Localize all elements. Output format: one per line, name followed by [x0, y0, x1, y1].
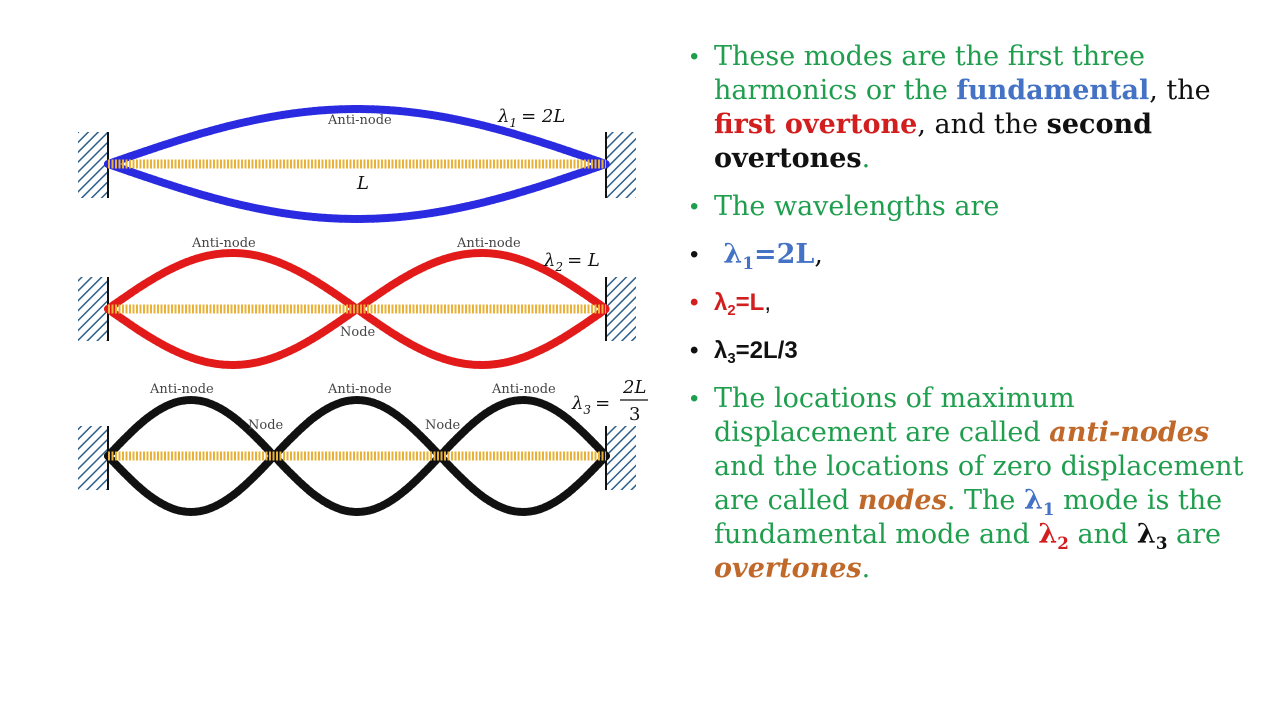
text: mode is the fundamental mode and: [714, 485, 1223, 550]
mode-1: Anti-node L λ1= 2L: [78, 105, 636, 223]
mode-3-waves: [104, 395, 610, 517]
text: ,: [764, 289, 771, 316]
text: The locations of maximum displacement ar…: [714, 383, 1075, 448]
fraction-numerator: 2L: [622, 377, 646, 398]
node-label-2: Node: [425, 418, 461, 433]
length-label: L: [356, 173, 369, 194]
right-wall: [606, 426, 636, 490]
standing-waves-diagram: Anti-node L λ1= 2L Anti-node Anti-node N…: [78, 105, 648, 517]
bullet-lambda-1: λ1=2L,: [690, 238, 1250, 272]
text: are: [1167, 519, 1222, 550]
text: These modes are the first three harmonic…: [714, 41, 1146, 106]
left-wall: [78, 277, 108, 341]
lambda-1-eq: λ1=2L: [723, 239, 815, 273]
antinode-label: Anti-node: [327, 113, 392, 128]
nodes-term: nodes: [857, 485, 947, 516]
fraction-denominator: 3: [629, 404, 640, 425]
wave-envelope-upper: [104, 395, 610, 517]
node-label-1: Node: [248, 418, 284, 433]
text: , the: [1149, 75, 1211, 106]
antinode-label-1: Anti-node: [149, 382, 214, 397]
bullet-list: These modes are the first three harmonic…: [690, 40, 1250, 600]
antinode-label-2: Anti-node: [456, 236, 521, 251]
bullet-lambda-2: λ2=L,: [690, 286, 1250, 320]
mode-2: Anti-node Anti-node Node λ2= L: [78, 236, 636, 370]
text: .: [861, 553, 871, 584]
right-wall: [606, 132, 636, 198]
lambda-1-ref: λ1: [1023, 485, 1055, 519]
lambda-3-ref: λ3: [1136, 519, 1168, 553]
lambda-2-eq: λ2=L: [714, 289, 765, 320]
lambda-3-eq: λ3=2L/3: [714, 337, 798, 368]
overtones-term: overtones: [714, 553, 862, 584]
bullet-wavelengths: The wavelengths are: [690, 190, 1250, 224]
bullet-nodes: The locations of maximum displacement ar…: [690, 382, 1250, 586]
bullet-modes: These modes are the first three harmonic…: [690, 40, 1250, 176]
lambda-1-label: λ1= 2L: [497, 106, 565, 130]
bullet-lambda-3: λ3=2L/3: [690, 334, 1250, 368]
fundamental-term: fundamental: [956, 75, 1150, 106]
text: .: [861, 143, 871, 174]
text: , and the: [917, 109, 1047, 140]
node-label: Node: [340, 325, 376, 340]
wave-envelope-lower: [104, 395, 610, 517]
text: and: [1068, 519, 1137, 550]
lambda-3-label: λ3=: [571, 393, 610, 417]
left-wall: [78, 426, 108, 490]
antinode-label-1: Anti-node: [191, 236, 256, 251]
mode-3: Anti-node Anti-node Anti-node Node Node …: [78, 377, 648, 517]
antinodes-term: anti-nodes: [1049, 417, 1210, 448]
text: and the locations of zero displacement a…: [714, 451, 1244, 516]
antinode-label-2: Anti-node: [327, 382, 392, 397]
mode-1-waves: [104, 105, 610, 223]
second-overtones-term: second overtones: [714, 109, 1152, 174]
lambda-2-ref: λ2: [1038, 519, 1069, 553]
text: . The: [946, 485, 1024, 516]
right-wall: [606, 277, 636, 341]
first-overtone-term: first overtone: [714, 109, 918, 140]
left-wall: [78, 132, 108, 198]
text: The wavelengths are: [714, 191, 1000, 222]
wave-envelope-lower: [104, 160, 610, 223]
text: ,: [814, 239, 823, 270]
wave-envelope-upper: [104, 105, 610, 168]
antinode-label-3: Anti-node: [491, 382, 556, 397]
lambda-2-label: λ2= L: [543, 250, 600, 274]
